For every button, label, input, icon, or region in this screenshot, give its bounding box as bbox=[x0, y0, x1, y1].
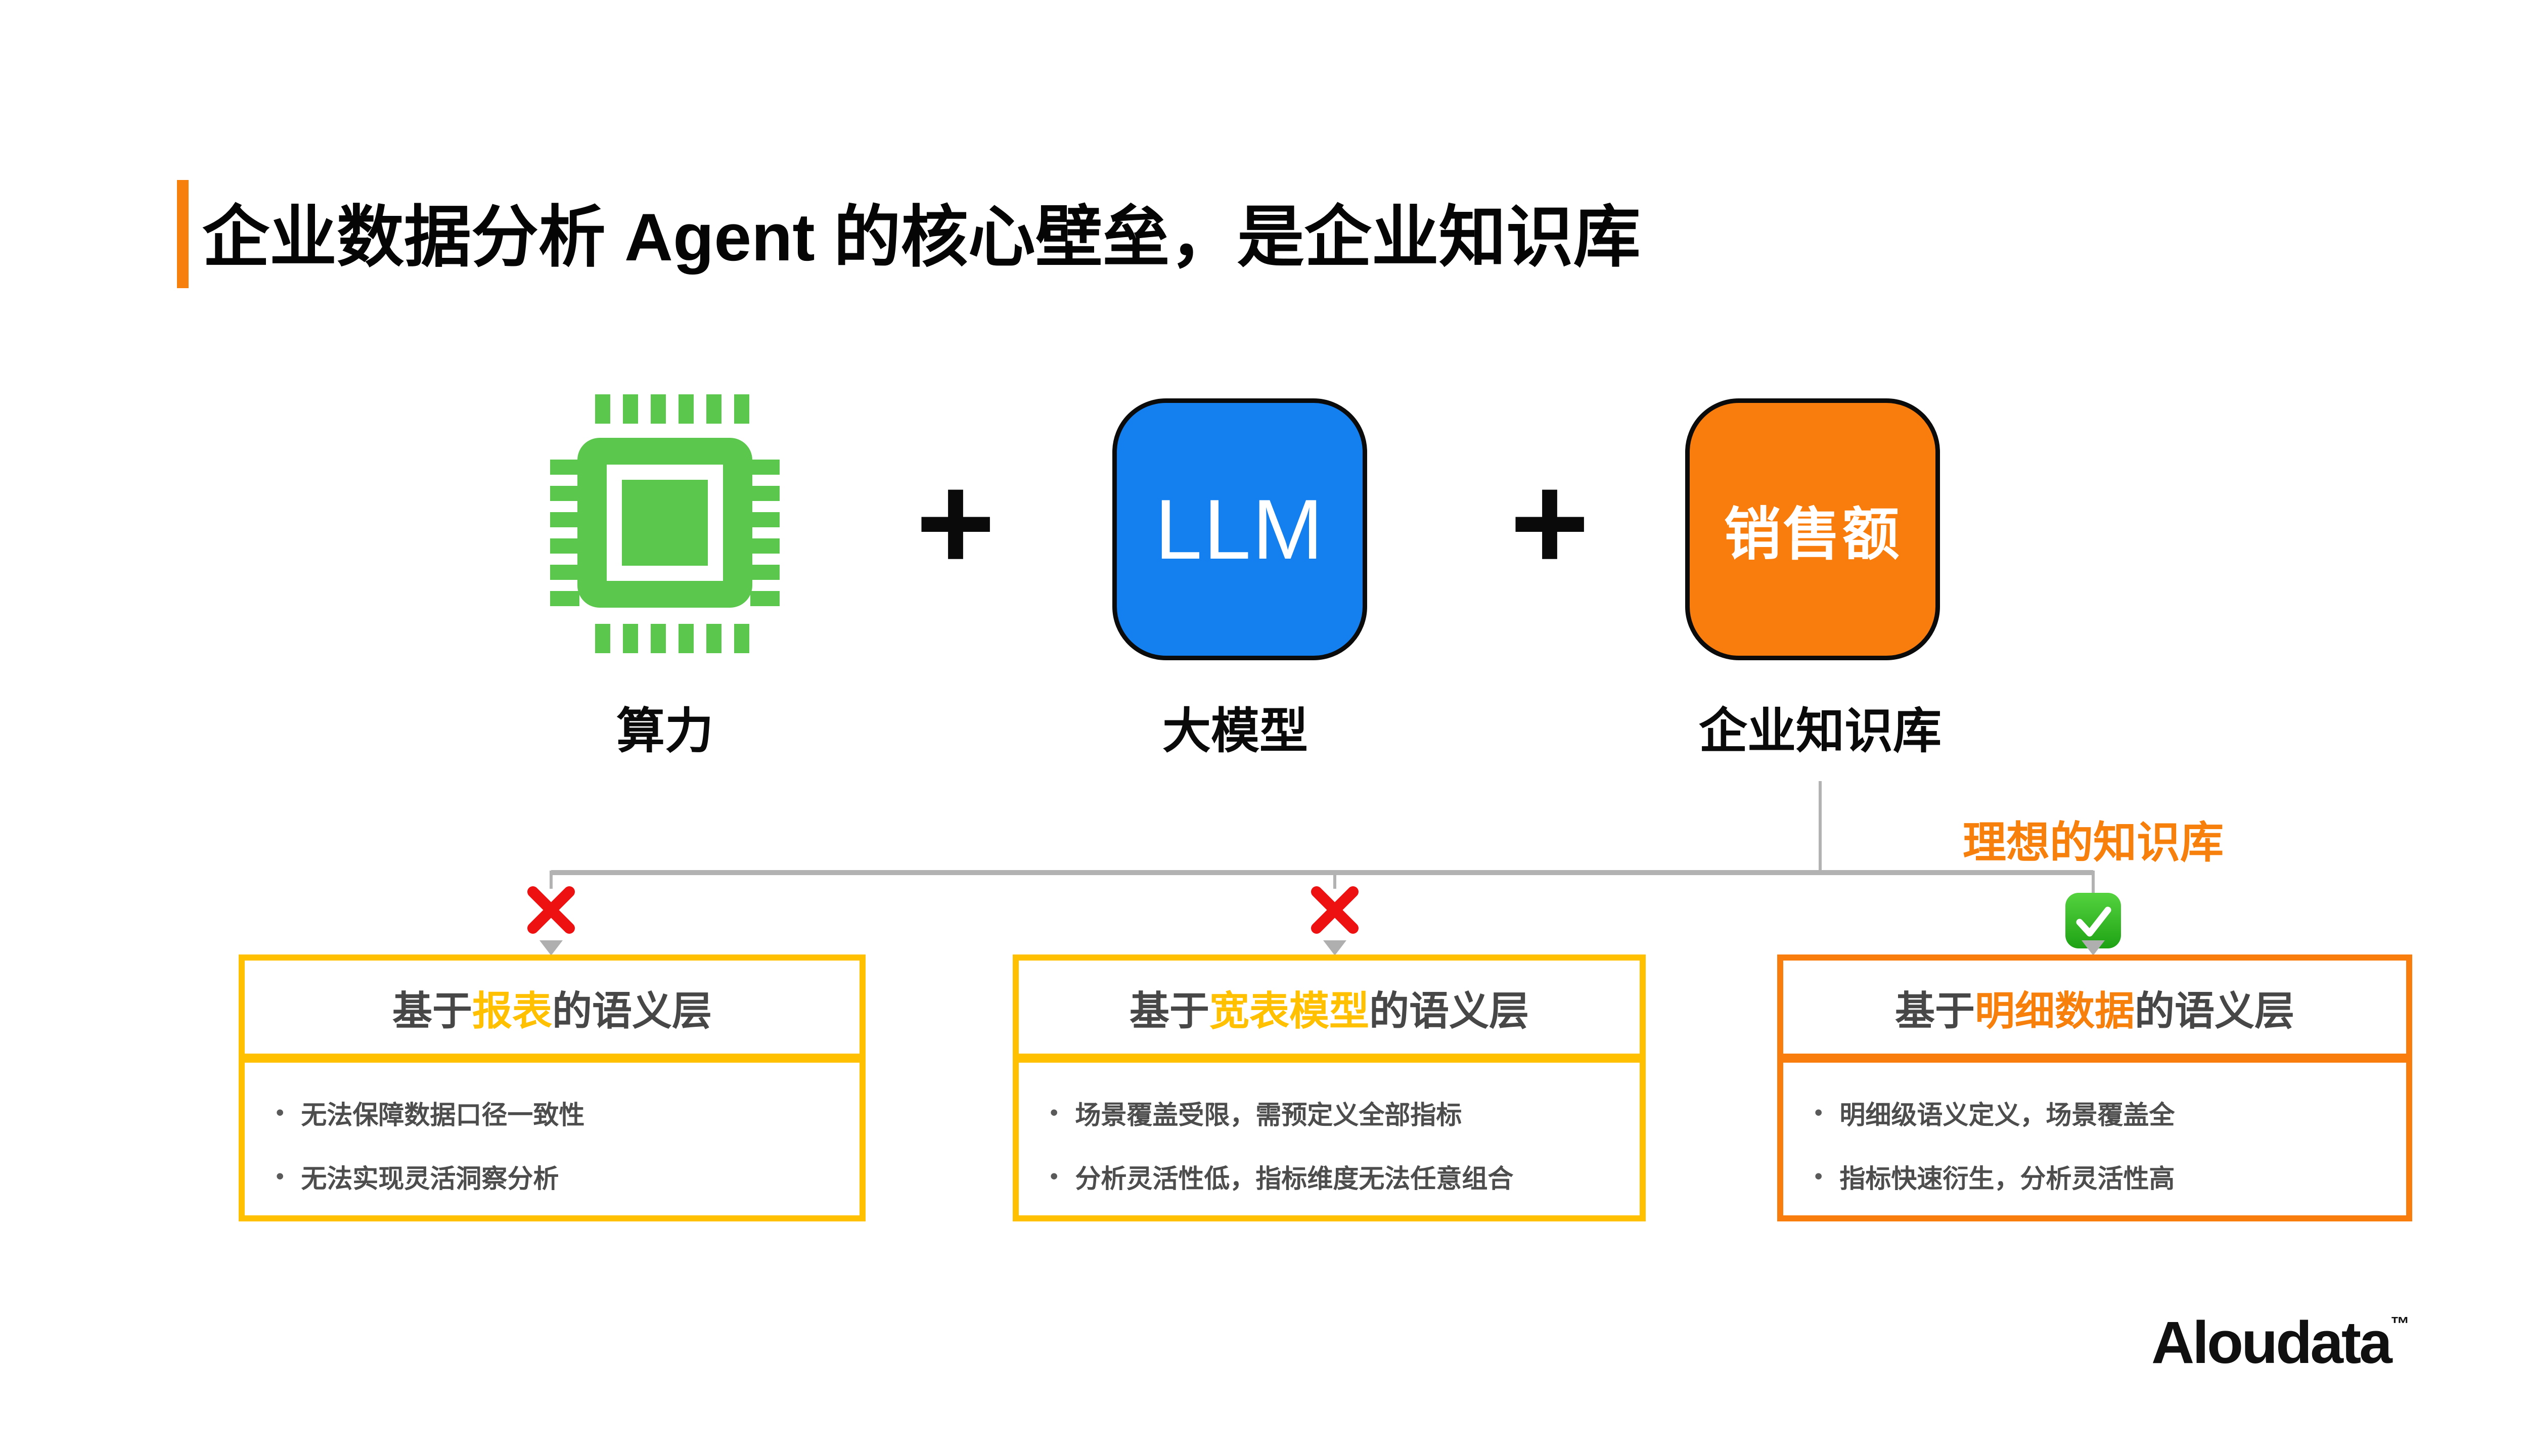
bullet-dot: • bbox=[276, 1164, 284, 1189]
title-accent-bar bbox=[177, 180, 189, 288]
trademark-symbol: ™ bbox=[2390, 1313, 2410, 1335]
bullet-dot: • bbox=[1815, 1100, 1823, 1125]
llm-box-text: LLM bbox=[1155, 481, 1325, 577]
arrow-down-icon bbox=[1323, 940, 1346, 956]
label-computing-power: 算力 bbox=[616, 704, 713, 758]
plus-icon: + bbox=[1510, 447, 1590, 599]
heading-highlight: 明细数据 bbox=[1975, 988, 2135, 1033]
sales-metric-box-text: 销售额 bbox=[1724, 503, 1902, 566]
bullet-dot: • bbox=[1050, 1100, 1058, 1125]
bullet-dot: • bbox=[1815, 1164, 1823, 1189]
label-large-model: 大模型 bbox=[1162, 704, 1308, 758]
sales-metric-box: 销售额 bbox=[1685, 398, 1940, 660]
card-wide-table-semantic-layer: 基于宽表模型的语义层 • 场景覆盖受限，需预定义全部指标 • 分析灵活性低，指标… bbox=[1013, 954, 1646, 1221]
bullet-item: • 无法保障数据口径一致性 bbox=[276, 1094, 839, 1131]
card-bullet-list: • 无法保障数据口径一致性 • 无法实现灵活洞察分析 bbox=[245, 1063, 860, 1215]
card-heading: 基于报表的语义层 bbox=[245, 961, 860, 1054]
aloudata-logo: Aloudata™ bbox=[2151, 1309, 2410, 1376]
arrow-down-icon bbox=[539, 940, 563, 956]
page-title: 企业数据分析 Agent 的核心壁垒，是企业知识库 bbox=[202, 200, 1641, 275]
card-bullet-list: • 明细级语义定义，场景覆盖全 • 指标快速衍生，分析灵活性高 bbox=[1783, 1063, 2406, 1215]
card-divider bbox=[1783, 1054, 2406, 1063]
bullet-text: 无法保障数据口径一致性 bbox=[301, 1101, 585, 1129]
card-divider bbox=[1019, 1054, 1640, 1063]
bullet-dot: • bbox=[276, 1100, 284, 1125]
card-heading: 基于宽表模型的语义层 bbox=[1019, 961, 1640, 1054]
heading-highlight: 宽表模型 bbox=[1209, 988, 1369, 1033]
bullet-item: • 场景覆盖受限，需预定义全部指标 bbox=[1050, 1094, 1619, 1131]
plus-icon: + bbox=[916, 447, 996, 599]
bullet-item: • 明细级语义定义，场景覆盖全 bbox=[1815, 1094, 2386, 1131]
card-report-semantic-layer: 基于报表的语义层 • 无法保障数据口径一致性 • 无法实现灵活洞察分析 bbox=[239, 954, 866, 1221]
arrow-down-icon bbox=[2082, 940, 2105, 956]
cpu-chip-icon bbox=[546, 390, 784, 657]
bullet-text: 分析灵活性低，指标维度无法任意组合 bbox=[1075, 1164, 1514, 1193]
heading-highlight: 报表 bbox=[472, 988, 552, 1033]
ideal-knowledge-base-label: 理想的知识库 bbox=[1963, 818, 2224, 867]
cross-icon bbox=[527, 886, 575, 934]
bullet-text: 无法实现灵活洞察分析 bbox=[301, 1164, 559, 1193]
bullet-text: 指标快速衍生，分析灵活性高 bbox=[1839, 1164, 2175, 1193]
llm-box: LLM bbox=[1112, 398, 1367, 660]
bullet-dot: • bbox=[1050, 1164, 1058, 1189]
card-divider bbox=[245, 1054, 860, 1063]
card-bullet-list: • 场景覆盖受限，需预定义全部指标 • 分析灵活性低，指标维度无法任意组合 bbox=[1019, 1063, 1640, 1215]
card-heading: 基于明细数据的语义层 bbox=[1783, 961, 2406, 1054]
bullet-item: • 分析灵活性低，指标维度无法任意组合 bbox=[1050, 1158, 1619, 1195]
check-icon bbox=[2065, 893, 2121, 948]
label-enterprise-knowledge-base: 企业知识库 bbox=[1699, 704, 1942, 758]
bullet-text: 明细级语义定义，场景覆盖全 bbox=[1839, 1101, 2175, 1129]
card-detail-data-semantic-layer: 基于明细数据的语义层 • 明细级语义定义，场景覆盖全 • 指标快速衍生，分析灵活… bbox=[1777, 954, 2412, 1221]
cross-icon bbox=[1311, 886, 1359, 934]
bullet-item: • 无法实现灵活洞察分析 bbox=[276, 1158, 839, 1195]
bullet-text: 场景覆盖受限，需预定义全部指标 bbox=[1075, 1101, 1462, 1129]
bullet-item: • 指标快速衍生，分析灵活性高 bbox=[1815, 1158, 2386, 1195]
